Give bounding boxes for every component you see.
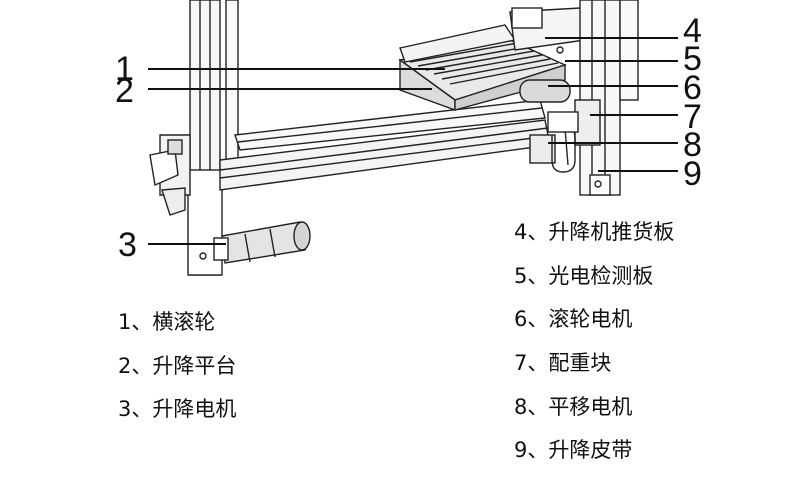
callout-3: 3 <box>118 226 137 264</box>
legend-item-2: 2、升降平台 <box>118 353 237 378</box>
callout-2: 2 <box>115 72 134 110</box>
legend-item-9: 9、升降皮带 <box>514 438 633 463</box>
legend-item-8: 8、平移电机 <box>514 394 633 419</box>
left-bracket <box>149 134 191 216</box>
legend-item-3: 3、升降电机 <box>118 397 237 422</box>
parts-legend-left: 1、横滚轮 2、升降平台 3、升降电机 <box>118 309 236 440</box>
machine-drawing <box>149 0 639 276</box>
parts-legend-right: 4、升降机推货板 5、光电检测板 6、滚轮电机 7、配重块 8、平移电机 9、升… <box>514 219 674 481</box>
callout-4: 4 <box>683 12 702 50</box>
legend-item-4: 4、升降机推货板 <box>514 220 675 244</box>
callout-numbers: 1 2 3 4 5 6 7 8 9 <box>115 12 702 264</box>
callout-6: 6 <box>683 69 702 107</box>
lift-motor <box>213 221 311 264</box>
horizontal-rail <box>219 99 551 191</box>
pusher-housing <box>509 7 586 103</box>
lift-mechanism-drawing: 1 2 3 4 5 6 7 8 9 <box>115 0 702 276</box>
callout-9: 9 <box>683 155 702 193</box>
leader-lines <box>148 37 678 245</box>
callout-7: 7 <box>683 98 702 136</box>
left-column <box>187 0 239 276</box>
right-column <box>574 0 639 196</box>
callout-8: 8 <box>683 126 702 164</box>
translation-motor <box>529 111 579 173</box>
callout-5: 5 <box>683 40 702 78</box>
legend-item-1: 1、横滚轮 <box>118 310 216 334</box>
lift-platform <box>398 24 567 111</box>
legend-item-7: 7、配重块 <box>514 351 612 376</box>
legend-item-6: 6、滚轮电机 <box>514 307 633 332</box>
callout-1: 1 <box>115 50 134 88</box>
legend-item-5: 5、光电检测板 <box>514 263 654 288</box>
